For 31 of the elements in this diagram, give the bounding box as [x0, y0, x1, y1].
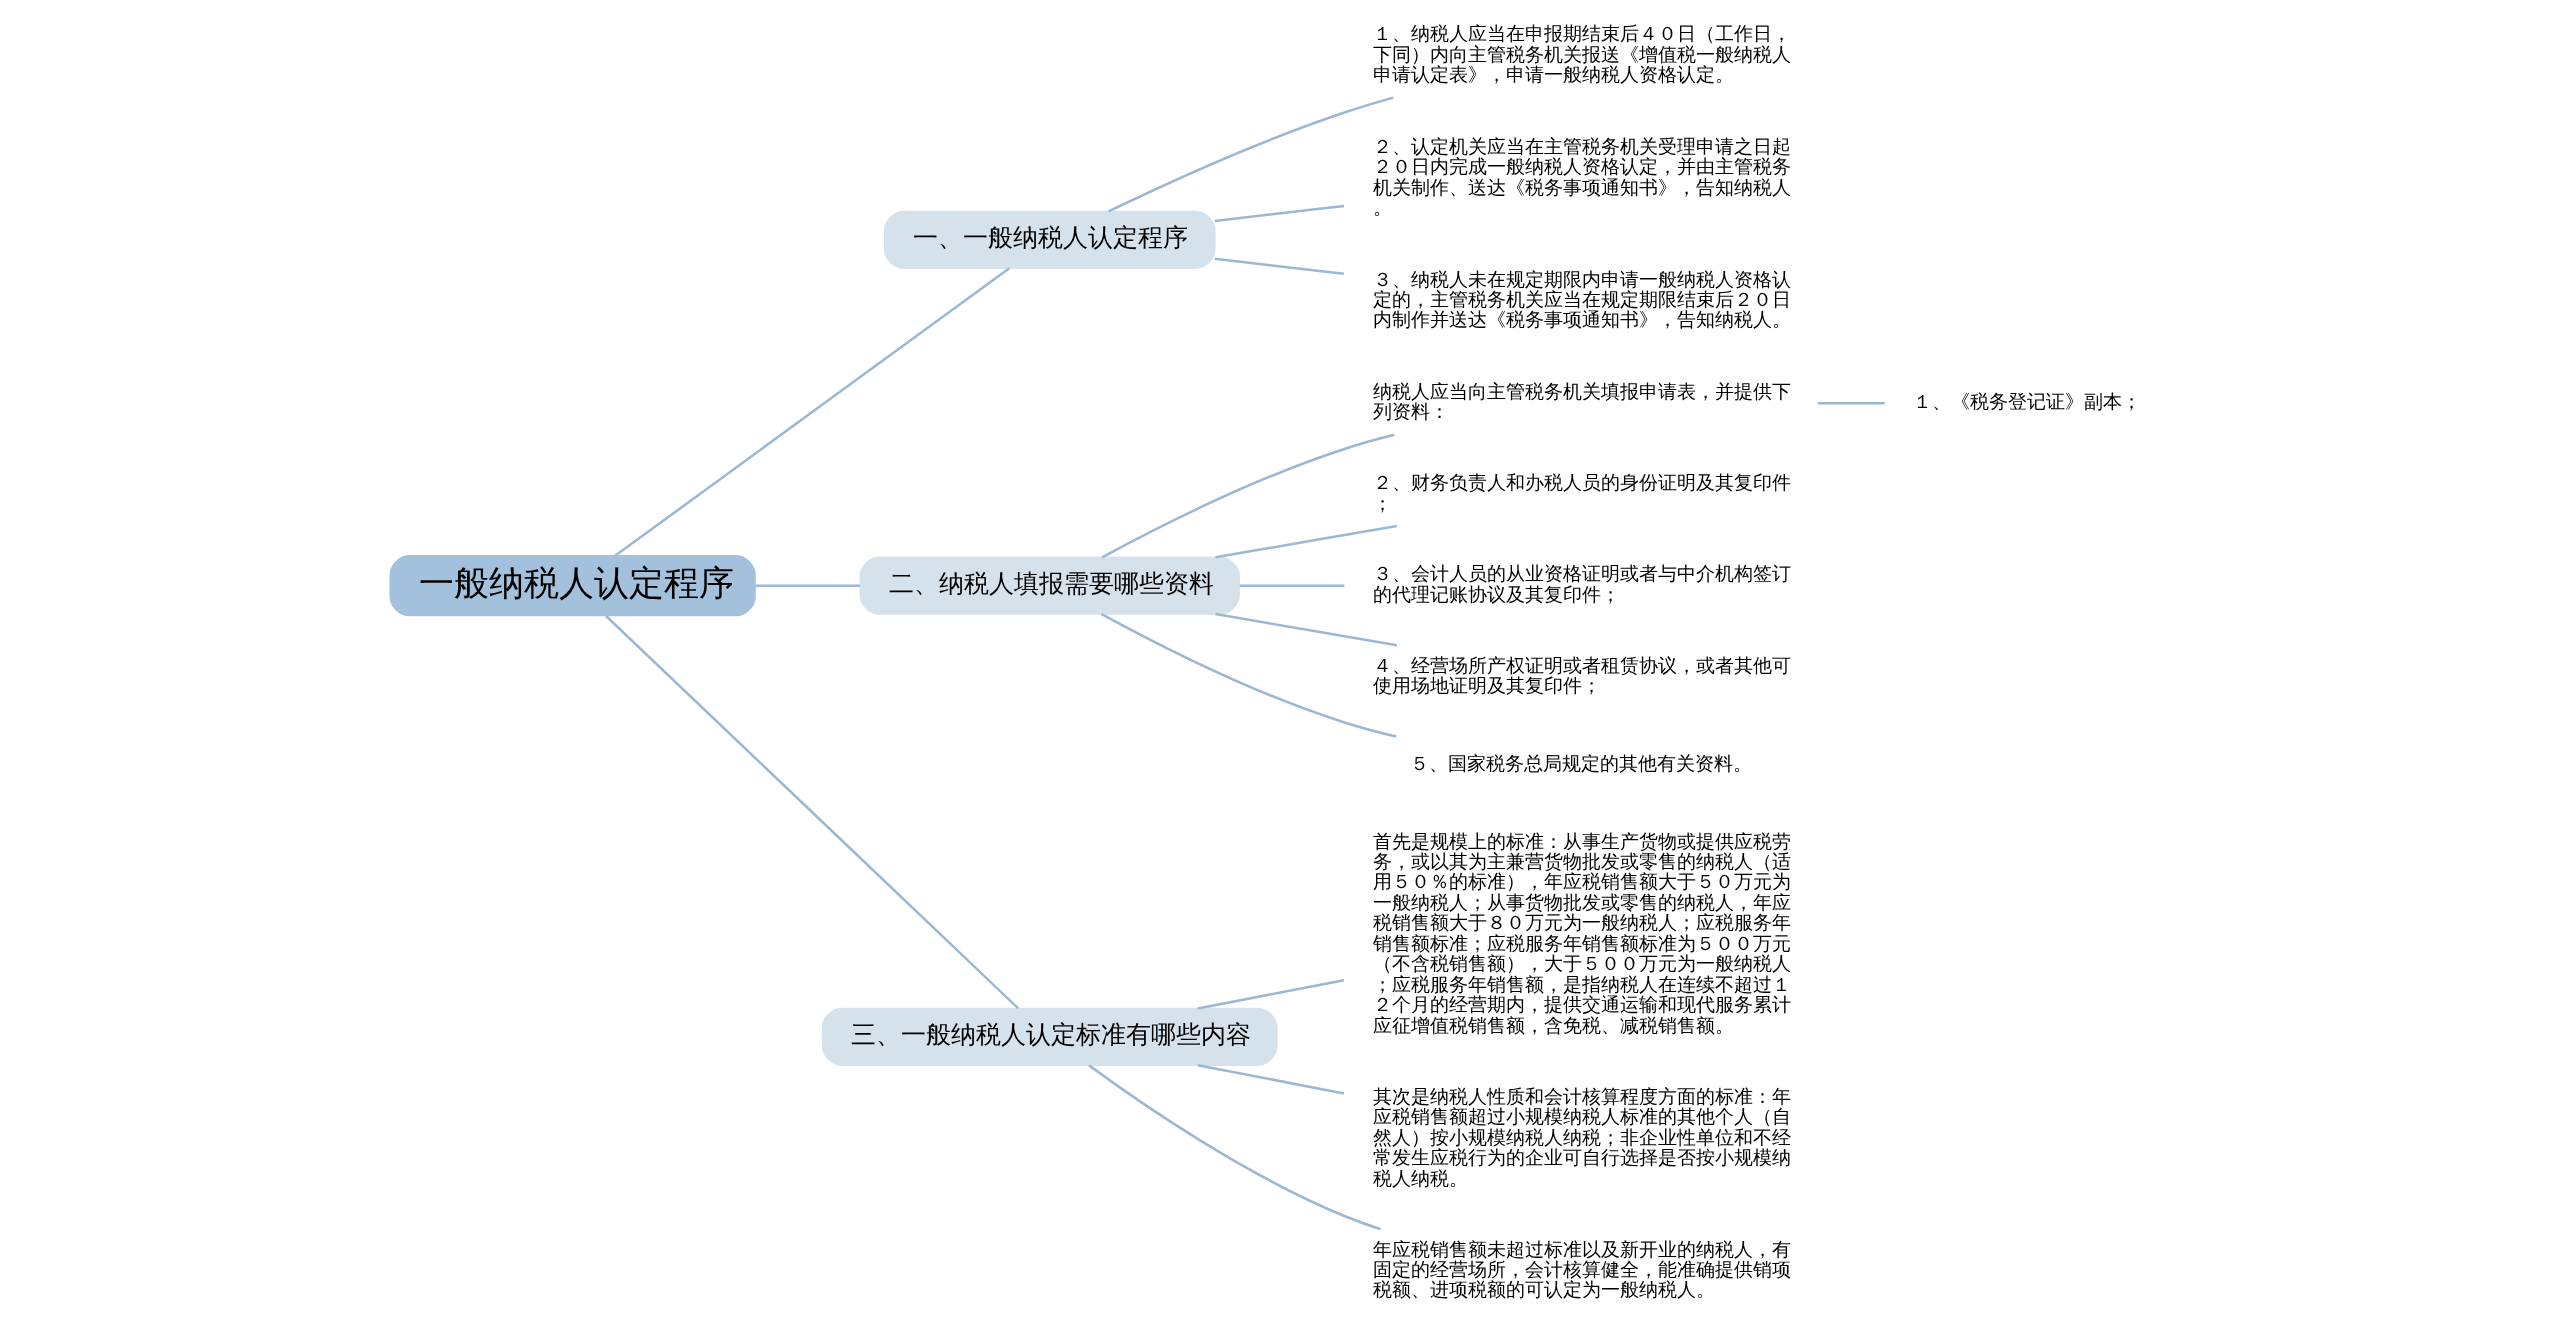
node-box: 一、一般纳税人认定程序: [883, 210, 1216, 269]
node-box: 一般纳税人认定程序: [389, 555, 756, 617]
connector: [1100, 612, 1397, 738]
connector: [1817, 402, 1885, 405]
connector: [1101, 433, 1395, 559]
node-text: ４、经营场所产权证明或者租赁协议，或者其他可使用场地证明及其复印件；: [1372, 653, 1791, 696]
connector: [614, 267, 1011, 557]
node-text: １、《税务登记证》副本；: [1913, 390, 2142, 413]
connector: [755, 584, 860, 587]
node-text: 首先是规模上的标准：从事生产货物或提供应税劳务，或以其为主兼营货物批发或零售的纳税人（适用５０％的标准），年应税销售额大于５０万元为一般纳税人；从事货物批发或零售的纳税人，年应税销售额大于８０万元为一般纳税人；应税服务年销售额标准；应税服务年销售额标准为５００万元（不含税销售额），大于５００万元为一般纳税人；应税服务年销售额，是指纳税人在连续不超过１２个月的经营期内，提供交通运输和现代服务累计应征增值税销售额，含免税、减税销售额。: [1372, 829, 1791, 1036]
connector: [1197, 1063, 1345, 1095]
node-text: ２、认定机关应当在主管税务机关受理申请之日起２０日内完成一般纳税人资格认定，并由主管税务机关制作、送达《税务事项通知书》，告知纳税人。: [1372, 134, 1791, 219]
connector: [1088, 1064, 1381, 1231]
connector: [1214, 257, 1345, 276]
connector: [1215, 524, 1398, 559]
node-text: 其次是纳税人性质和会计核算程度方面的标准：年应税销售额超过小规模纳税人标准的其他个人（自然人）按小规模纳税人纳税；非企业性单位和不经常发生应税行为的企业可自行选择是否按小规模纳税人纳税。: [1372, 1085, 1791, 1189]
node-text: １、纳税人应当在申报期结束后４０日（工作日，下同）内向主管税务机关报送《增值税一般纳税人申请认定表》，申请一般纳税人资格认定。: [1372, 22, 1791, 86]
connector: [1107, 96, 1394, 213]
node-box: 三、一般纳税人认定标准有哪些内容: [821, 1007, 1278, 1066]
node-box: 二、纳税人填报需要哪些资料: [859, 556, 1240, 615]
connector: [605, 615, 1020, 1010]
connector: [1214, 204, 1345, 223]
connector: [1215, 612, 1398, 647]
node-text: 年应税销售额未超过标准以及新开业的纳税人，有固定的经营场所，会计核算健全，能准确提供销项税额、进项税额的可认定为一般纳税人。: [1372, 1237, 1791, 1301]
node-text: ３、会计人员的从业资格证明或者与中介机构签订的代理记账协议及其复印件；: [1372, 562, 1791, 605]
node-text: ５、国家税务总局规定的其他有关资料。: [1410, 751, 1753, 774]
node-text: ３、纳税人未在规定期限内申请一般纳税人资格认定的，主管税务机关应当在规定期限结束后２０日内制作并送达《税务事项通知书》，告知纳税人。: [1372, 267, 1791, 331]
connector: [1239, 584, 1345, 587]
node-text: 纳税人应当向主管税务机关填报申请表，并提供下列资料：: [1372, 380, 1791, 423]
connector: [1197, 978, 1345, 1010]
node-text: ２、财务负责人和办税人员的身份证明及其复印件；: [1372, 471, 1791, 514]
